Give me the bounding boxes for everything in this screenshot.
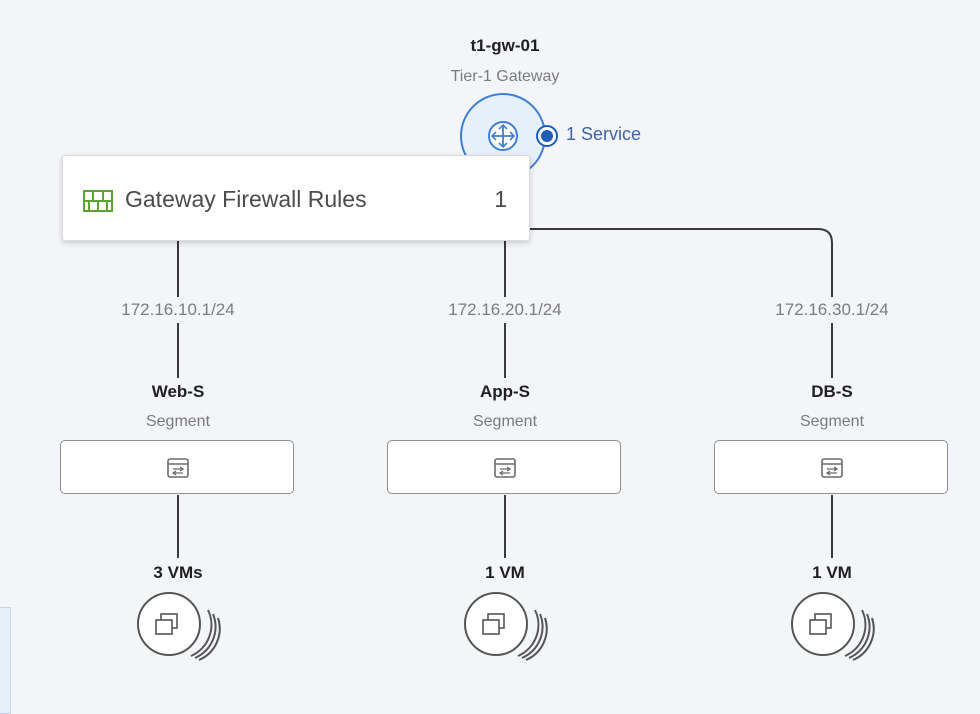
segment-switch-icon — [821, 458, 843, 478]
gateway-firewall-rules-card[interactable]: Gateway Firewall Rules 1 — [62, 155, 530, 241]
app-segment-name[interactable]: App-S — [479, 382, 531, 401]
db-segment-ip: 172.16.30.1/24 — [742, 297, 922, 323]
side-panel-edge — [0, 607, 11, 714]
gateway-name[interactable]: t1-gw-01 — [470, 36, 540, 55]
app-segment-type: Segment — [472, 413, 538, 430]
gateway-service-link[interactable]: 1 Service — [566, 124, 642, 144]
app-vm-count[interactable]: 1 VM — [485, 563, 525, 582]
vm-icon — [482, 613, 505, 635]
firewall-icon — [83, 190, 113, 212]
router-icon — [488, 121, 518, 151]
vm-icon — [155, 613, 178, 635]
gateway-type: Tier-1 Gateway — [450, 68, 560, 85]
app-vm-stack[interactable] — [460, 590, 550, 662]
firewall-rule-count: 1 — [494, 186, 507, 212]
segment-switch-icon — [494, 458, 516, 478]
web-vm-stack[interactable] — [133, 590, 223, 662]
web-vm-count[interactable]: 3 VMs — [153, 563, 203, 582]
db-segment-name[interactable]: DB-S — [811, 382, 853, 401]
app-segment-ip: 172.16.20.1/24 — [415, 297, 595, 323]
db-vm-stack[interactable] — [787, 590, 877, 662]
gateway-to-db-link — [505, 228, 833, 378]
app-segment-box[interactable] — [387, 440, 621, 494]
vm-icon — [809, 613, 832, 635]
web-segment-type: Segment — [145, 413, 211, 430]
service-dot-icon[interactable] — [536, 125, 558, 147]
db-segment-box[interactable] — [714, 440, 948, 494]
db-segment-type: Segment — [799, 413, 865, 430]
db-vm-count[interactable]: 1 VM — [812, 563, 852, 582]
segment-switch-icon — [167, 458, 189, 478]
web-segment-name[interactable]: Web-S — [151, 382, 205, 401]
firewall-card-title: Gateway Firewall Rules — [125, 186, 367, 212]
web-segment-box[interactable] — [60, 440, 294, 494]
web-segment-ip: 172.16.10.1/24 — [88, 297, 268, 323]
